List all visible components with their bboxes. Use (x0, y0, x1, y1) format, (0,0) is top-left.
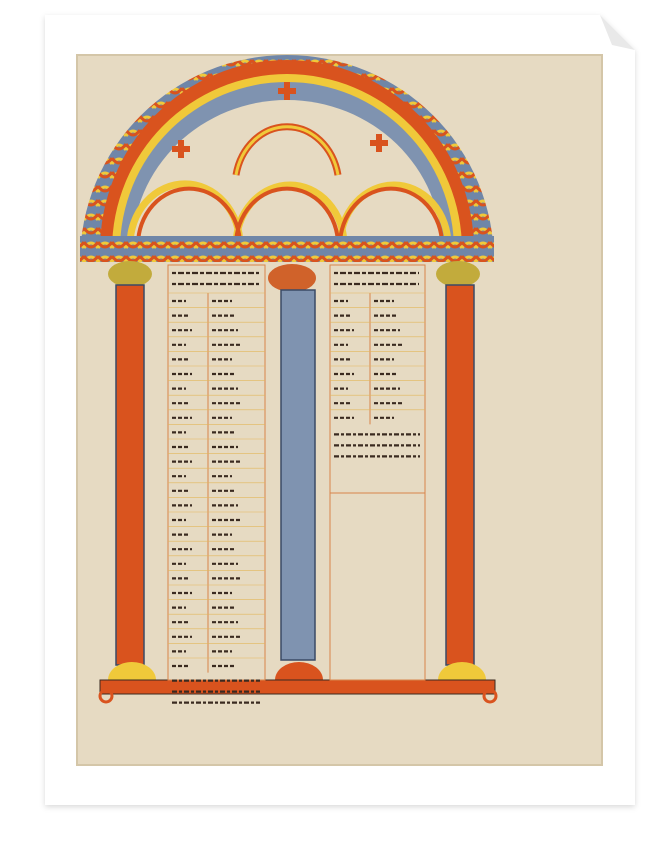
cross-ornament (172, 82, 388, 158)
right-table-empty (329, 492, 426, 681)
columns (115, 284, 475, 666)
column-capitals (108, 261, 480, 292)
braid-band (80, 236, 494, 262)
canon-tables (167, 264, 426, 704)
interlace-arch-ornament (80, 55, 494, 262)
curled-corner (600, 15, 635, 50)
